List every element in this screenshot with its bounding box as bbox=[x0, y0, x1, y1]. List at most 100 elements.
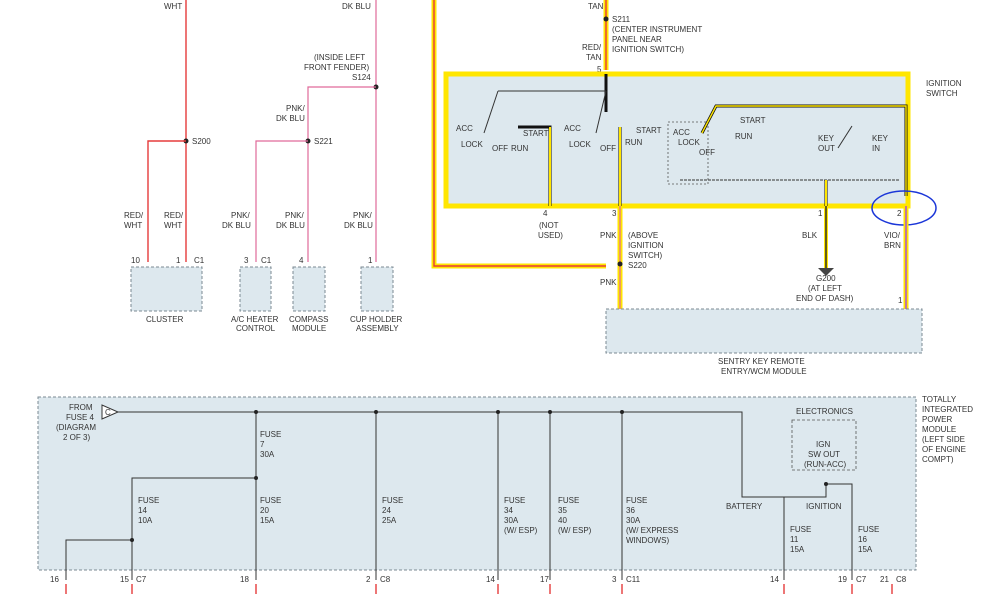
highlight-left-trace-red bbox=[433, 0, 606, 267]
cluster-connector-c1: C1 bbox=[194, 256, 205, 265]
sw1-off: OFF bbox=[492, 144, 508, 153]
sw2-acc: ACC bbox=[564, 124, 581, 133]
wire-s200-to-cluster10 bbox=[147, 140, 186, 262]
wire-s221-to-ac bbox=[255, 140, 308, 262]
pin-21: 21 bbox=[880, 575, 889, 584]
pin-16: 16 bbox=[50, 575, 59, 584]
fuse24-1: FUSE bbox=[382, 496, 403, 505]
fuse34-3: 30A bbox=[504, 516, 519, 525]
s211-loc-2: PANEL NEAR bbox=[612, 35, 662, 44]
fuse36-4: (W/ EXPRESS bbox=[626, 526, 678, 535]
tipm-main-bus bbox=[118, 411, 827, 498]
wire-s124-to-s221 bbox=[307, 86, 376, 262]
compass-pin-4: 4 bbox=[299, 256, 304, 265]
s220-loc-1: (ABOVE bbox=[628, 231, 658, 240]
s124-location-2: FRONT FENDER) bbox=[304, 63, 370, 72]
wire-label-vio-a: VIO/ bbox=[884, 231, 901, 240]
electronics-box bbox=[791, 419, 857, 471]
sw1-lock: LOCK bbox=[461, 140, 483, 149]
fuse-drops bbox=[65, 412, 853, 580]
ign-sw-out-2: SW OUT bbox=[808, 450, 840, 459]
pin-c8-b: C8 bbox=[896, 575, 907, 584]
wire-label-pnk-dkblu-4b: DK BLU bbox=[344, 221, 373, 230]
switch-arm-1 bbox=[483, 90, 499, 134]
tipm-label-2: INTEGRATED bbox=[922, 405, 973, 414]
compass-label-2: MODULE bbox=[292, 324, 326, 333]
connector-c-symbol bbox=[101, 404, 120, 420]
fuse36-5: WINDOWS) bbox=[626, 536, 669, 545]
splice-s211 bbox=[603, 16, 609, 22]
tipm-label-7: COMPT) bbox=[922, 455, 954, 464]
ign-pin4-note-1: (NOT bbox=[539, 221, 559, 230]
s220-loc-2: IGNITION bbox=[628, 241, 664, 250]
fuse24-2: 24 bbox=[382, 506, 391, 515]
wire-label-red-tan-b: TAN bbox=[586, 53, 602, 62]
splice-s200-label: S200 bbox=[192, 137, 211, 146]
wire-label-pnk-dk-blu-1a: PNK/ bbox=[286, 104, 305, 113]
wire-label-tan: TAN bbox=[588, 2, 604, 11]
ignition-label: IGNITION bbox=[806, 502, 842, 511]
tipm-label-5: (LEFT SIDE bbox=[922, 435, 965, 444]
compass-label-1: COMPASS bbox=[289, 315, 328, 324]
from-fuse-3: (DIAGRAM bbox=[56, 423, 96, 432]
wire-label-blk: BLK bbox=[802, 231, 818, 240]
sw3-run: RUN bbox=[735, 132, 753, 141]
pin-19: 19 bbox=[838, 575, 847, 584]
electronics-label: ELECTRONICS bbox=[796, 407, 853, 416]
pin-c7-a: C7 bbox=[136, 575, 147, 584]
ac-pin-3: 3 bbox=[244, 256, 249, 265]
wire-label-brn-b: BRN bbox=[884, 241, 901, 250]
ign-pin-3: 3 bbox=[612, 209, 617, 218]
fuse34-1: FUSE bbox=[504, 496, 525, 505]
ac-connector-c1: C1 bbox=[261, 256, 272, 265]
tipm-label-3: POWER bbox=[922, 415, 952, 424]
sentry-pin-1: 1 bbox=[898, 296, 903, 305]
sw2-off: OFF bbox=[600, 144, 616, 153]
pin-14-a: 14 bbox=[486, 575, 495, 584]
battery-label: BATTERY bbox=[726, 502, 763, 511]
cluster-pin-1: 1 bbox=[176, 256, 181, 265]
wire-label-red-wht-1b: WHT bbox=[124, 221, 142, 230]
sw3-key-in-2: IN bbox=[872, 144, 880, 153]
wire-label-pnk-2: PNK bbox=[600, 278, 617, 287]
bottom-outgoing-wires bbox=[65, 584, 893, 594]
wire-label-pnk-dkblu-4a: PNK/ bbox=[353, 211, 372, 220]
tipm-label-4: MODULE bbox=[922, 425, 956, 434]
ac-heater-label-1: A/C HEATER bbox=[231, 315, 279, 324]
sw3-key-in-1: KEY bbox=[872, 134, 889, 143]
pin-17: 17 bbox=[540, 575, 549, 584]
fuse20-2: 20 bbox=[260, 506, 269, 515]
wire-label-pnk-1: PNK bbox=[600, 231, 617, 240]
sw3-acc: ACC bbox=[673, 128, 690, 137]
sw3-key-out-2: OUT bbox=[818, 144, 835, 153]
sw2-run: RUN bbox=[625, 138, 643, 147]
tipm-box bbox=[37, 396, 917, 571]
fuse35-4: (W/ ESP) bbox=[558, 526, 592, 535]
ign-pin-4: 4 bbox=[543, 209, 548, 218]
splice-s211-label: S211 bbox=[612, 15, 631, 24]
wire-label-red-tan-a: RED/ bbox=[582, 43, 602, 52]
s211-loc-1: (CENTER INSTRUMENT bbox=[612, 25, 702, 34]
wire-label-dk-blu: DK BLU bbox=[342, 2, 371, 11]
compass-box bbox=[292, 266, 326, 312]
ground-symbol bbox=[818, 268, 834, 276]
sw2-start: START bbox=[636, 126, 662, 135]
ignition-switch-label-1: IGNITION bbox=[926, 79, 962, 88]
pin-2: 2 bbox=[366, 575, 371, 584]
ign-pin4-note-2: USED) bbox=[538, 231, 563, 240]
sw3-lock: LOCK bbox=[678, 138, 700, 147]
s124-location-1: (INSIDE LEFT bbox=[314, 53, 365, 62]
fuse35-3: 40 bbox=[558, 516, 567, 525]
sw2-lock: LOCK bbox=[569, 140, 591, 149]
ign-pin-1: 1 bbox=[818, 209, 823, 218]
pin-c8-a: C8 bbox=[380, 575, 391, 584]
fuse7-3: 30A bbox=[260, 450, 275, 459]
ignition-pin-5: 5 bbox=[597, 65, 602, 74]
splice-s124-label: S124 bbox=[352, 73, 371, 82]
fuse34-4: (W/ ESP) bbox=[504, 526, 538, 535]
ignition-switch-box bbox=[443, 71, 911, 209]
switch3-bus-hl bbox=[701, 105, 907, 196]
fuse7-2: 7 bbox=[260, 440, 265, 449]
from-fuse-2: FUSE 4 bbox=[66, 413, 95, 422]
